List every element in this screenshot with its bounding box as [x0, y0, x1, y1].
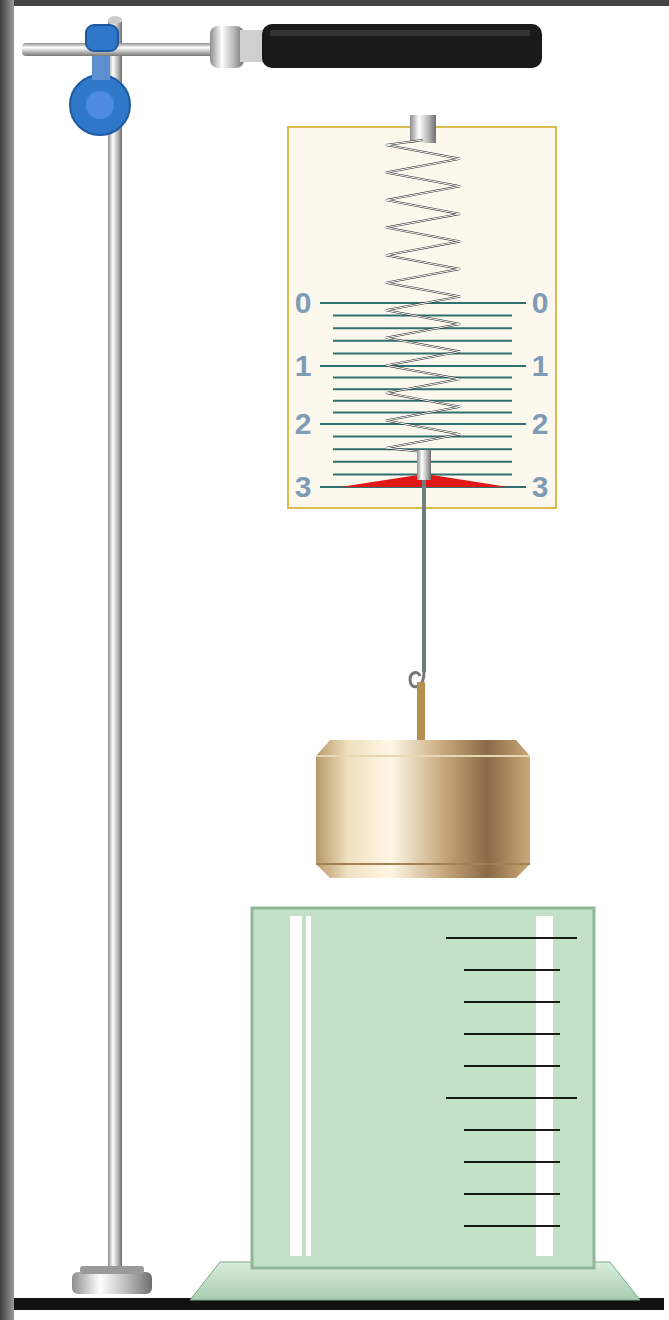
scale-number: 2 — [530, 409, 551, 439]
scale-number: 3 — [293, 472, 314, 502]
scale-number: 3 — [530, 472, 551, 502]
scale-number: 0 — [293, 288, 314, 318]
scale-number: 0 — [530, 288, 551, 318]
scale-number: 1 — [293, 351, 314, 381]
scale-number: 2 — [293, 409, 314, 439]
scale-number: 1 — [530, 351, 551, 381]
